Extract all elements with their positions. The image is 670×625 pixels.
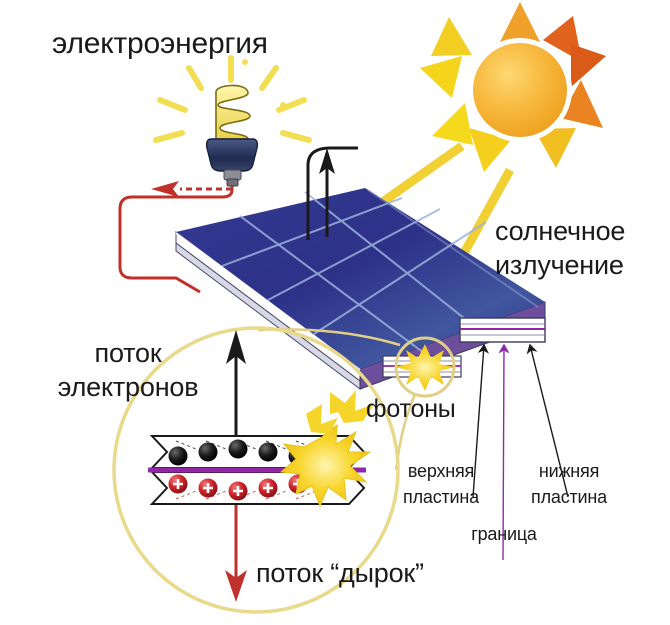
red-wire — [118, 168, 234, 294]
label-photons: фотоны — [366, 395, 456, 423]
photon-burst-icon — [395, 344, 455, 391]
black-wire — [306, 146, 358, 240]
label-electron-flow-line2: электронов — [57, 372, 199, 402]
electron-flow-arrow-icon — [226, 330, 246, 440]
hole-flow-arrow-icon — [225, 498, 247, 602]
label-top-plate-line2: пластина — [403, 487, 479, 507]
solar-panel-icon — [175, 188, 546, 390]
compact-fluorescent-lamp-icon — [205, 84, 259, 187]
current-direction-arrow-icon — [151, 181, 232, 197]
lamp-glow-rays — [153, 55, 312, 143]
label-bottom-plate-line1: нижняя — [538, 461, 600, 481]
photon-burst-icon — [279, 390, 374, 508]
label-solar-radiation-line2: излучение — [495, 250, 624, 280]
magnifier-circle-icon — [394, 336, 456, 398]
label-boundary: граница — [471, 524, 537, 544]
label-electricity: электроэнергия — [52, 27, 268, 60]
label-solar-radiation-line1: солнечное — [495, 216, 626, 246]
label-hole-flow: поток “дырок” — [256, 558, 424, 588]
plate-pointer-lines — [472, 343, 569, 561]
label-electron-flow-line1: поток — [94, 338, 162, 368]
electron-flow-arrow-icon — [319, 148, 335, 237]
hole-particle-icon — [168, 474, 308, 501]
detail-circle — [112, 326, 400, 614]
label-top-plate-line1: верхняя — [407, 461, 475, 481]
sun-icon — [420, 2, 606, 172]
panel-edge-cross-section — [459, 317, 546, 343]
label-bottom-plate-line2: пластина — [531, 487, 607, 507]
